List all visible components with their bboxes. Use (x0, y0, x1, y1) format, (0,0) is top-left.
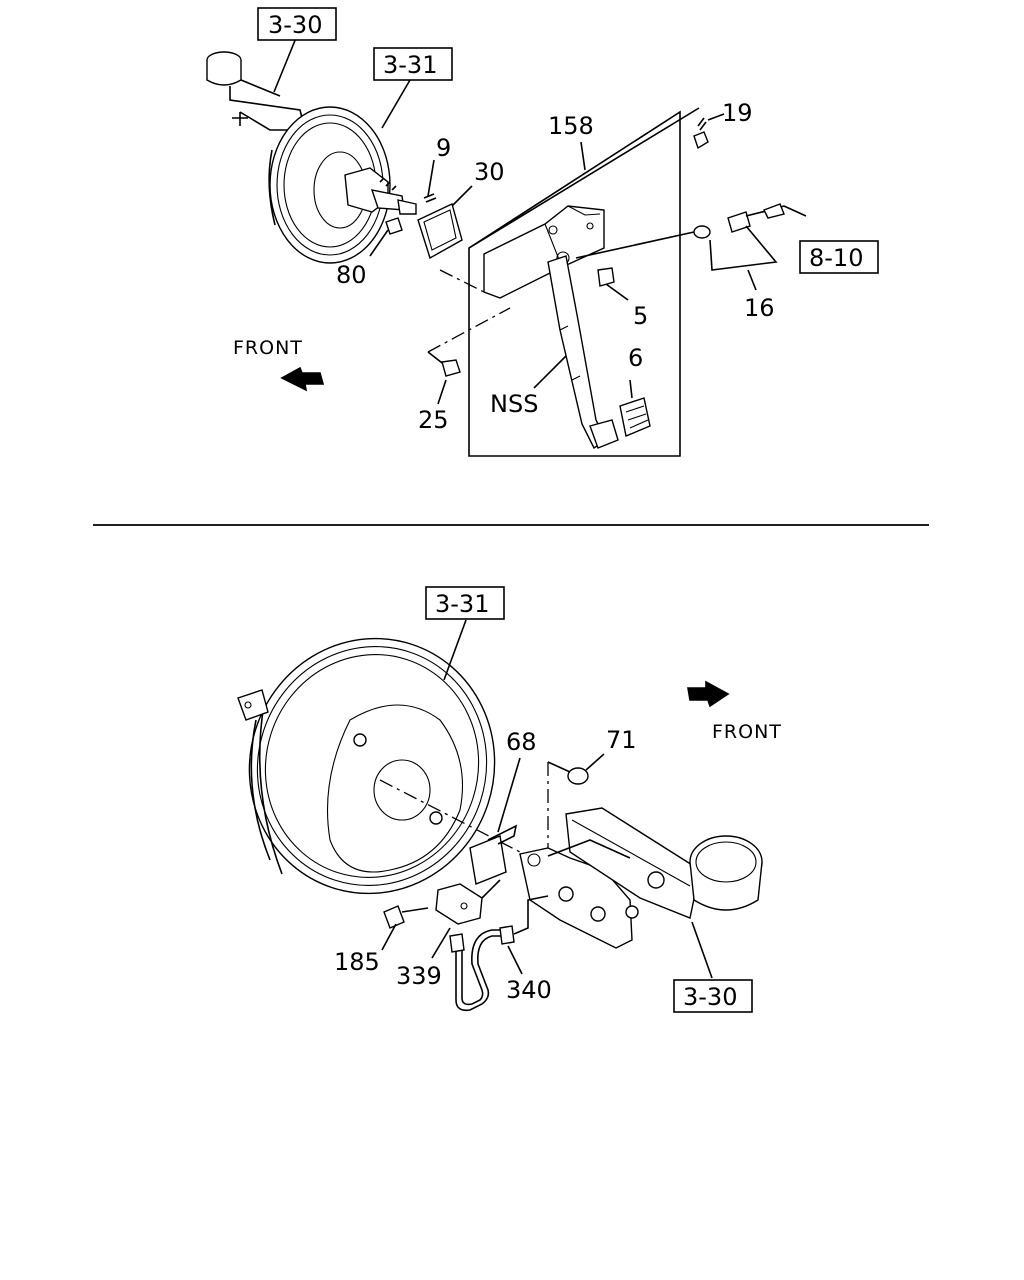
pedal-pad-6 (619, 397, 651, 437)
ref-box-8-10 (799, 240, 879, 274)
bottom-diagram: 3-31 3-30 68 71 185 339 340 FRONT (237, 586, 782, 1013)
label-340: 340 (506, 976, 552, 1004)
pedal-bracket (483, 205, 605, 299)
nut-71 (567, 767, 589, 785)
ref-3-31-bottom: 3-31 (435, 590, 489, 618)
master-cylinder-top (206, 51, 307, 131)
label-16: 16 (744, 294, 775, 322)
front-label-bottom: FRONT (712, 721, 782, 743)
bracket-68 (469, 824, 518, 885)
brake-booster-top (268, 106, 417, 264)
label-9: 9 (436, 134, 451, 162)
pedal-frame (468, 110, 681, 457)
nut-25 (441, 359, 461, 377)
label-19: 19 (722, 99, 753, 127)
bushing-5 (597, 267, 615, 287)
front-arrow-top (280, 366, 325, 392)
label-6: 6 (628, 344, 643, 372)
ref-box-3-30-top (257, 7, 337, 41)
label-185: 185 (334, 948, 380, 976)
brake-pedal-arm (547, 255, 619, 450)
label-339: 339 (396, 962, 442, 990)
top-diagram: 3-30 3-31 8-10 9 30 80 158 19 16 5 6 25 … (206, 7, 879, 457)
ref-box-3-31-bottom (425, 586, 505, 620)
label-68: 68 (506, 728, 537, 756)
brake-booster-bottom (237, 637, 496, 895)
clip-80 (385, 217, 403, 235)
front-arrow-bottom (687, 680, 730, 708)
ref-3-30-top: 3-30 (268, 11, 322, 39)
ref-8-10: 8-10 (809, 244, 863, 272)
stop-switch-16 (693, 203, 807, 239)
block-339 (435, 883, 483, 925)
bolt-19 (693, 117, 709, 150)
label-71: 71 (606, 726, 637, 754)
ref-3-30-bottom: 3-30 (683, 983, 737, 1011)
label-30: 30 (474, 158, 505, 186)
label-25: 25 (418, 406, 449, 434)
label-80: 80 (336, 261, 367, 289)
label-nss: NSS (490, 390, 538, 418)
front-label-top: FRONT (233, 337, 303, 359)
bolt-185 (383, 905, 429, 929)
brake-pipe (455, 935, 502, 1012)
label-5: 5 (633, 302, 648, 330)
ref-box-3-30-bottom (673, 979, 753, 1013)
bolt-9 (423, 193, 437, 203)
ref-box-3-31-top (373, 47, 453, 81)
master-cylinder-bottom (519, 807, 763, 949)
label-158: 158 (548, 112, 594, 140)
ref-3-31-top: 3-31 (383, 51, 437, 79)
gasket-30 (417, 203, 463, 260)
